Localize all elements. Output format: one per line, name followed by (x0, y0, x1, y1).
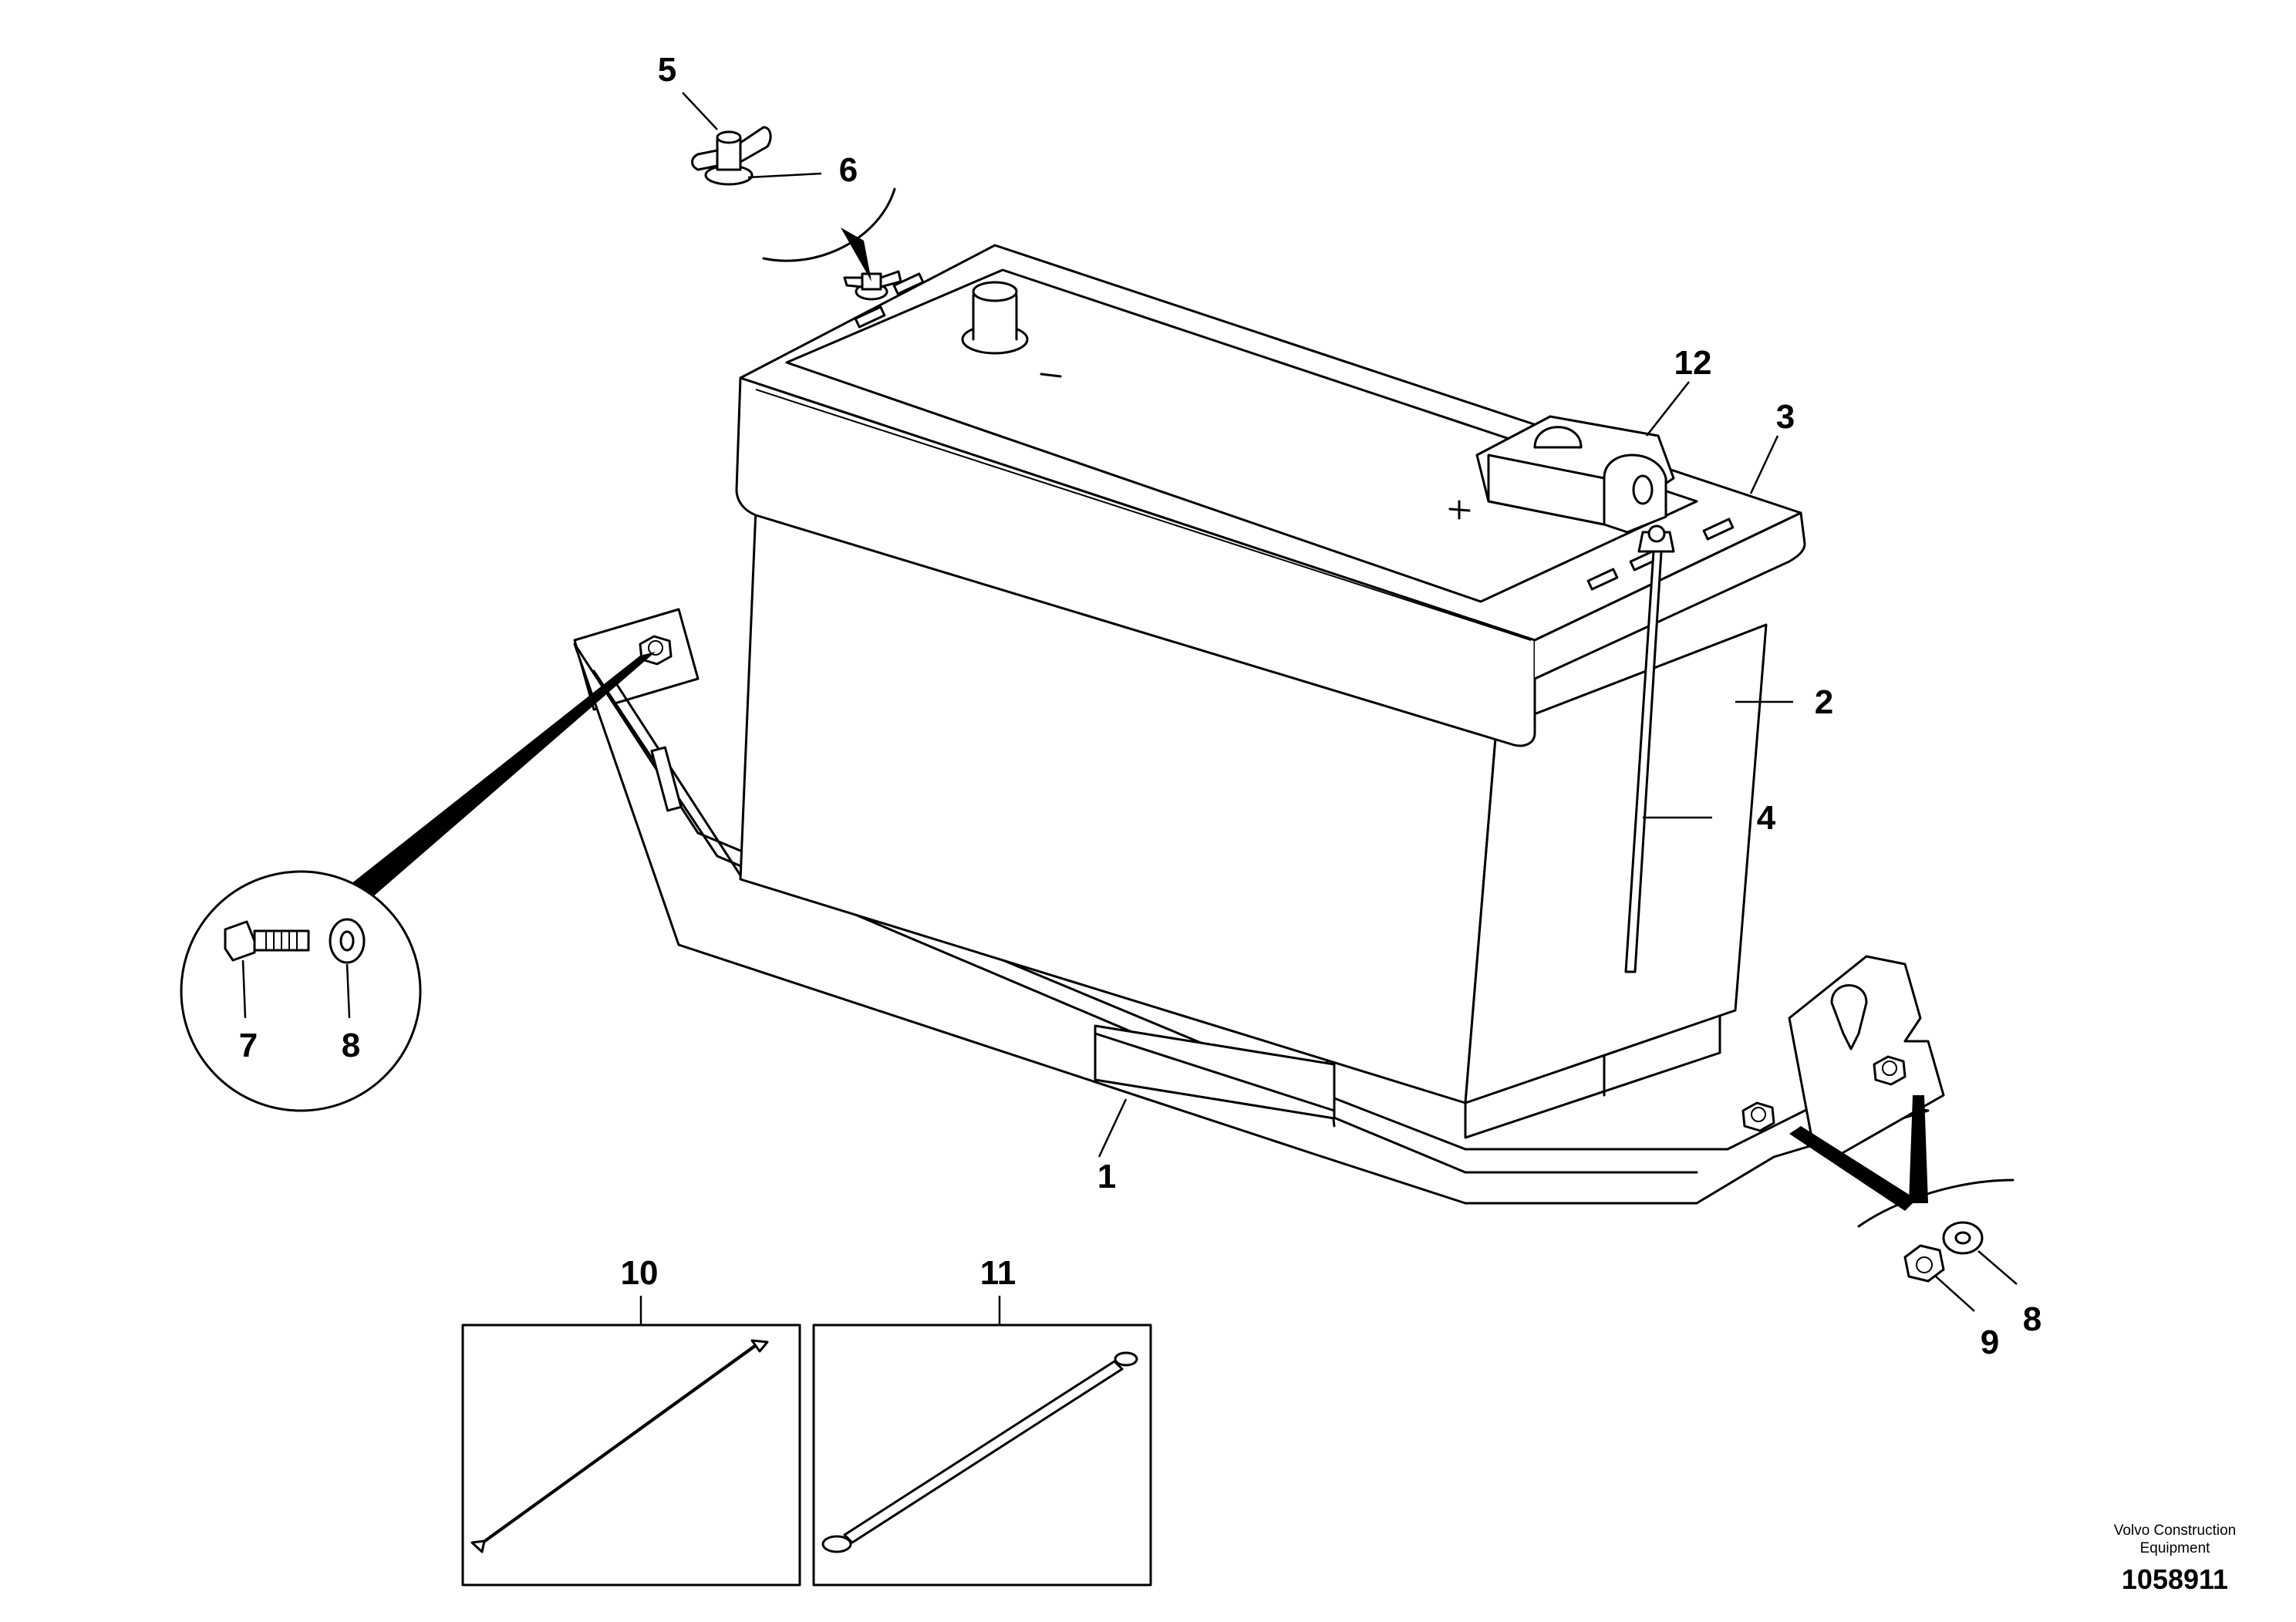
footer-brand-line2: Equipment (2140, 1540, 2211, 1556)
callout-9: 9 (1981, 1324, 1999, 1361)
nut-washer-detail (1789, 1095, 2018, 1312)
washer-8-left (329, 918, 366, 964)
negative-terminal (961, 281, 1062, 378)
callout-11: 11 (980, 1254, 1017, 1292)
battery-cover (735, 244, 1806, 747)
footer-brand-line1: Volvo Construction (2114, 1523, 2236, 1539)
battery-body (739, 508, 1768, 1112)
bolt-7 (224, 920, 310, 962)
drawing-number: 1058911 (2122, 1563, 2228, 1595)
tray-nut-right-lower (1741, 1101, 1775, 1132)
detail-pointer-left (347, 652, 656, 902)
battery-tray (573, 608, 1945, 1205)
callout-8-left: 8 (342, 1027, 360, 1064)
terminal-cover (1475, 415, 1675, 534)
wing-nut-detail (691, 126, 772, 186)
detail-arc-top (762, 187, 896, 262)
washer-8-right (1942, 1221, 1984, 1255)
callout-1: 1 (1097, 1158, 1116, 1195)
callout-3: 3 (1776, 398, 1795, 436)
rod-box-10 (461, 1296, 801, 1587)
tray-nut-right-upper (1873, 1055, 1907, 1086)
rod-box-11 (812, 1296, 1152, 1587)
cover-wing-nut (843, 270, 902, 301)
bolt-washer-detail (180, 652, 656, 1112)
callout-2: 2 (1815, 683, 1833, 721)
callout-7: 7 (239, 1027, 258, 1064)
clamp-rod (1624, 524, 1675, 973)
callout-6: 6 (839, 151, 858, 189)
callout-4: 4 (1757, 799, 1776, 837)
callout-10: 10 (621, 1254, 659, 1292)
callout-12: 12 (1674, 344, 1712, 382)
callout-8-right: 8 (2023, 1300, 2041, 1338)
detail-pointer-top (841, 228, 872, 282)
callout-5: 5 (658, 51, 676, 89)
nut-9 (1903, 1244, 1945, 1283)
